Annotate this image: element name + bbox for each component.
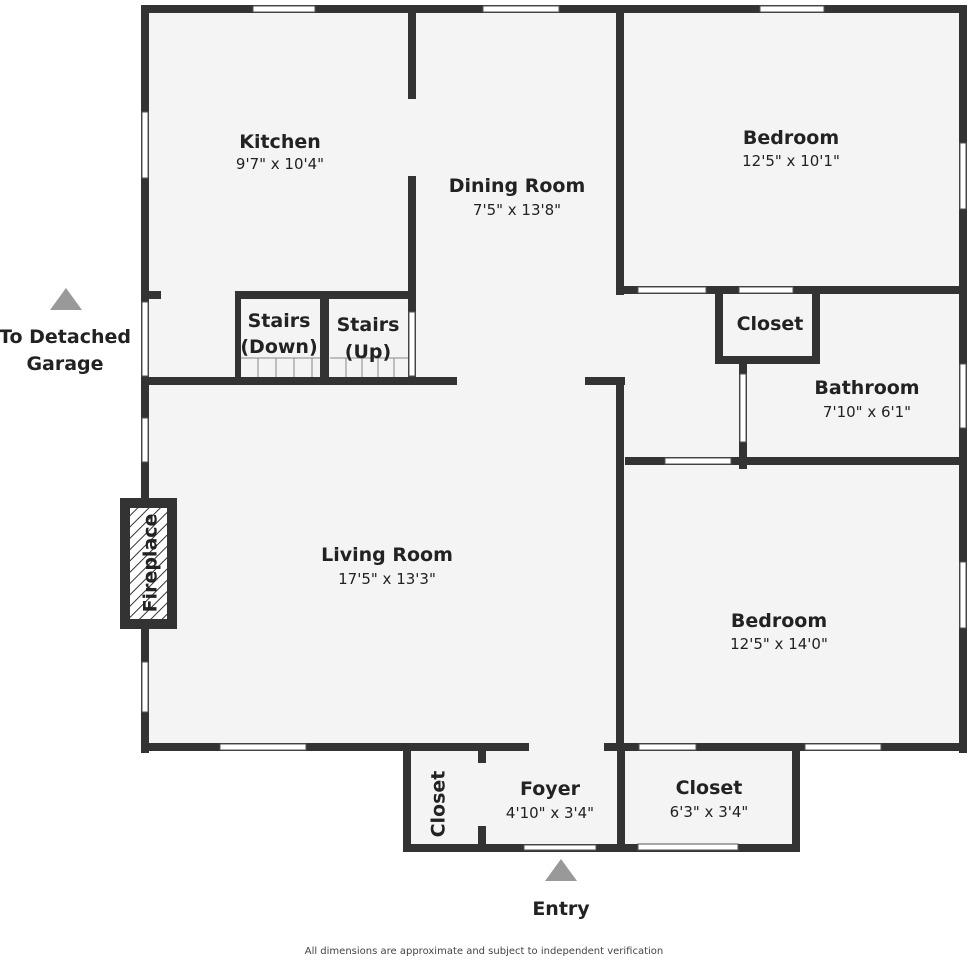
wall-closet-mid-bottom bbox=[715, 356, 820, 364]
stairs-down-line2: (Down) bbox=[240, 336, 317, 358]
fireplace: Fireplace bbox=[120, 498, 177, 629]
dining-dims: 7'5" x 13'8" bbox=[473, 201, 561, 219]
windows bbox=[141, 5, 967, 851]
wall-foyer-right bbox=[617, 743, 625, 852]
wall-kitchen-dining-upper bbox=[408, 9, 416, 99]
bedroom-bottom-dims: 12'5" x 14'0" bbox=[730, 635, 828, 653]
wall-bathroom-bottom bbox=[625, 457, 967, 465]
wall-foyer-closet-bottom bbox=[478, 826, 486, 848]
door-opening bbox=[664, 457, 732, 465]
dining-name: Dining Room bbox=[449, 175, 586, 197]
floor-closet-bottom bbox=[621, 747, 800, 848]
living-dims: 17'5" x 13'3" bbox=[338, 570, 436, 588]
window bbox=[637, 843, 739, 851]
kitchen-name: Kitchen bbox=[239, 131, 321, 153]
fireplace-label: Fireplace bbox=[140, 514, 162, 613]
entry-label: Entry bbox=[532, 898, 590, 920]
disclaimer: All dimensions are approximate and subje… bbox=[305, 946, 664, 957]
door-opening bbox=[738, 286, 794, 294]
window bbox=[482, 5, 560, 13]
door-opening bbox=[739, 373, 747, 443]
stairs-up-line2: (Up) bbox=[345, 341, 391, 363]
wall-living-right bbox=[616, 377, 624, 751]
closet-bottom-name: Closet bbox=[676, 777, 743, 799]
door-opening bbox=[523, 844, 597, 851]
door-opening bbox=[637, 286, 707, 294]
bedroom-bottom-name: Bedroom bbox=[731, 610, 827, 632]
kitchen-dims: 9'7" x 10'4" bbox=[236, 155, 324, 173]
room-labels: Kitchen 9'7" x 10'4" Dining Room 7'5" x … bbox=[236, 127, 920, 837]
window bbox=[252, 5, 316, 13]
bedroom-top-name: Bedroom bbox=[743, 127, 839, 149]
door-opening bbox=[408, 311, 416, 377]
entry-marker-icon bbox=[545, 859, 577, 881]
window bbox=[141, 661, 149, 713]
stair-treads bbox=[240, 357, 408, 380]
floor-foyer bbox=[407, 747, 621, 848]
wall-foyer-bottom bbox=[403, 844, 800, 852]
wall-kitchen-stub bbox=[145, 291, 161, 299]
wall-dining-bedroom bbox=[616, 9, 624, 295]
stairs-up-line1: Stairs bbox=[337, 314, 400, 336]
window bbox=[141, 417, 149, 463]
window bbox=[141, 301, 149, 377]
garage-label-line2: Garage bbox=[26, 353, 103, 375]
garage-label-line1: To Detached bbox=[0, 326, 131, 348]
foyer-dims: 4'10" x 3'4" bbox=[506, 804, 594, 822]
wall-stairs-left bbox=[235, 291, 241, 381]
bedroom-top-dims: 12'5" x 10'1" bbox=[742, 152, 840, 170]
closet-bottom-dims: 6'3" x 3'4" bbox=[670, 803, 749, 821]
wall-closet-mid-left bbox=[715, 286, 723, 364]
wall-foyer-left bbox=[403, 743, 411, 852]
window bbox=[959, 561, 967, 629]
window bbox=[759, 5, 825, 13]
wall-bottom-left bbox=[141, 743, 529, 751]
garage-marker-icon bbox=[50, 288, 82, 310]
window bbox=[959, 142, 967, 210]
wall-living-top bbox=[145, 377, 457, 385]
window bbox=[804, 743, 882, 751]
bathroom-name: Bathroom bbox=[814, 377, 919, 399]
closet-foyer-name: Closet bbox=[428, 771, 450, 838]
wall-foyer-closet-top bbox=[478, 747, 486, 763]
bathroom-dims: 7'10" x 6'1" bbox=[823, 403, 911, 421]
window bbox=[219, 743, 307, 751]
wall-closet-mid-right bbox=[812, 286, 820, 364]
door-opening bbox=[638, 743, 697, 751]
wall-stairs-mid bbox=[320, 291, 329, 381]
living-name: Living Room bbox=[321, 544, 453, 566]
window bbox=[141, 111, 149, 179]
foyer-name: Foyer bbox=[520, 778, 581, 800]
wall-bottom-right bbox=[604, 743, 967, 751]
window bbox=[959, 363, 967, 429]
wall-closet-bottom-right bbox=[792, 743, 800, 852]
stairs-down-line1: Stairs bbox=[248, 310, 311, 332]
closet-mid-name: Closet bbox=[737, 313, 804, 335]
wall-living-top-right bbox=[585, 377, 625, 385]
wall-kitchen-dining-lower bbox=[408, 176, 416, 384]
